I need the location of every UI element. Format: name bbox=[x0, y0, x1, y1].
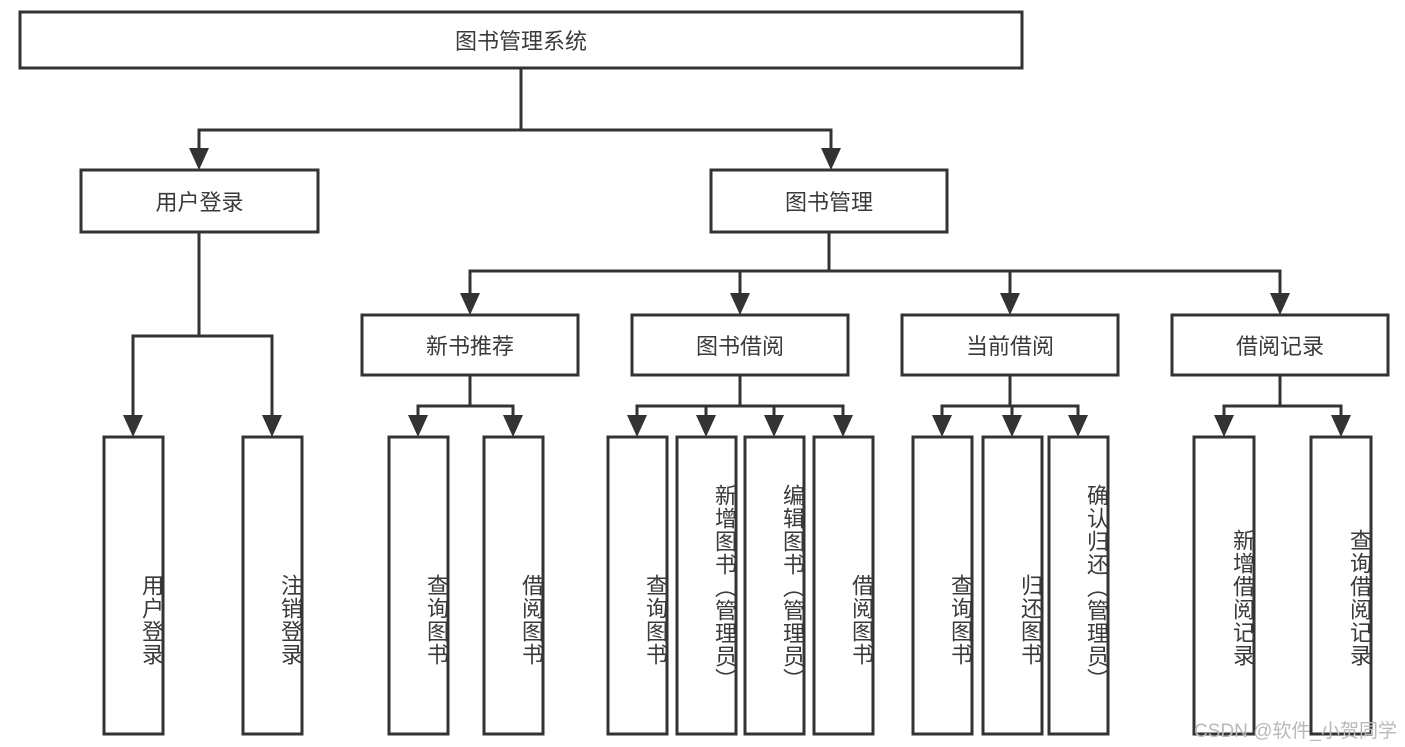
arrow-head-bb-leaf2 bbox=[696, 415, 716, 437]
leaf-box-user-login[interactable] bbox=[102, 435, 165, 736]
connector-group-new-book-rec bbox=[408, 373, 523, 437]
leaf-box-bb-edit-book[interactable] bbox=[743, 435, 806, 736]
connector-group-user-login bbox=[123, 230, 282, 437]
leaf-box-cb-query-book[interactable] bbox=[911, 435, 974, 736]
leaf-box-logout[interactable] bbox=[241, 435, 304, 736]
arrow-head-current-borrow bbox=[1000, 293, 1020, 315]
node-box-borrow-record[interactable] bbox=[1170, 313, 1390, 377]
connector-group-current-borrow bbox=[932, 373, 1088, 437]
leaf-box-cb-confirm-return[interactable] bbox=[1047, 435, 1110, 736]
leaf-box-bb-add-book[interactable] bbox=[675, 435, 738, 736]
leaf-box-bb-borrow-book[interactable] bbox=[812, 435, 875, 736]
node-box-user-login[interactable] bbox=[79, 168, 320, 234]
arrow-head-user-login-leaf2 bbox=[262, 415, 282, 437]
arrow-head-borrow-record bbox=[1270, 293, 1290, 315]
leaf-box-br-add-record[interactable] bbox=[1192, 435, 1256, 736]
arrow-head-user-login bbox=[189, 148, 209, 170]
connector-group-root bbox=[189, 66, 841, 170]
arrow-head-cb-leaf2 bbox=[1002, 415, 1022, 437]
connector-group-book-mgmt bbox=[460, 230, 1290, 315]
leaf-box-cb-return-book[interactable] bbox=[981, 435, 1044, 736]
arrow-head-user-login-leaf1 bbox=[123, 415, 143, 437]
node-box-current-borrow[interactable] bbox=[900, 313, 1120, 377]
node-box-book-borrow[interactable] bbox=[630, 313, 850, 377]
arrow-head-bb-leaf4 bbox=[833, 415, 853, 437]
leaf-box-br-query-record[interactable] bbox=[1309, 435, 1373, 736]
arrow-head-book-borrow bbox=[730, 293, 750, 315]
arrow-head-nbr-leaf2 bbox=[503, 415, 523, 437]
arrow-head-bb-leaf1 bbox=[627, 415, 647, 437]
arrow-head-cb-leaf1 bbox=[932, 415, 952, 437]
leaf-box-nbr-query-book[interactable] bbox=[387, 435, 450, 736]
connector-group-borrow-record bbox=[1214, 373, 1351, 437]
arrow-head-cb-leaf3 bbox=[1068, 415, 1088, 437]
arrow-head-nbr-leaf1 bbox=[408, 415, 428, 437]
arrow-head-book-mgmt bbox=[821, 148, 841, 170]
connector-group-book-borrow bbox=[627, 373, 853, 437]
leaf-box-bb-query-book[interactable] bbox=[606, 435, 669, 736]
node-box-root[interactable] bbox=[18, 10, 1024, 70]
node-box-book-mgmt[interactable] bbox=[709, 168, 949, 234]
watermark-text: CSDN @软件_小贺同学 bbox=[1194, 721, 1397, 742]
arrow-head-br-leaf1 bbox=[1214, 415, 1234, 437]
arrow-head-new-book-rec bbox=[460, 293, 480, 315]
leaf-box-nbr-borrow-book[interactable] bbox=[482, 435, 545, 736]
arrow-head-br-leaf2 bbox=[1331, 415, 1351, 437]
arrow-head-bb-leaf3 bbox=[764, 415, 784, 437]
node-box-new-book-rec[interactable] bbox=[360, 313, 580, 377]
